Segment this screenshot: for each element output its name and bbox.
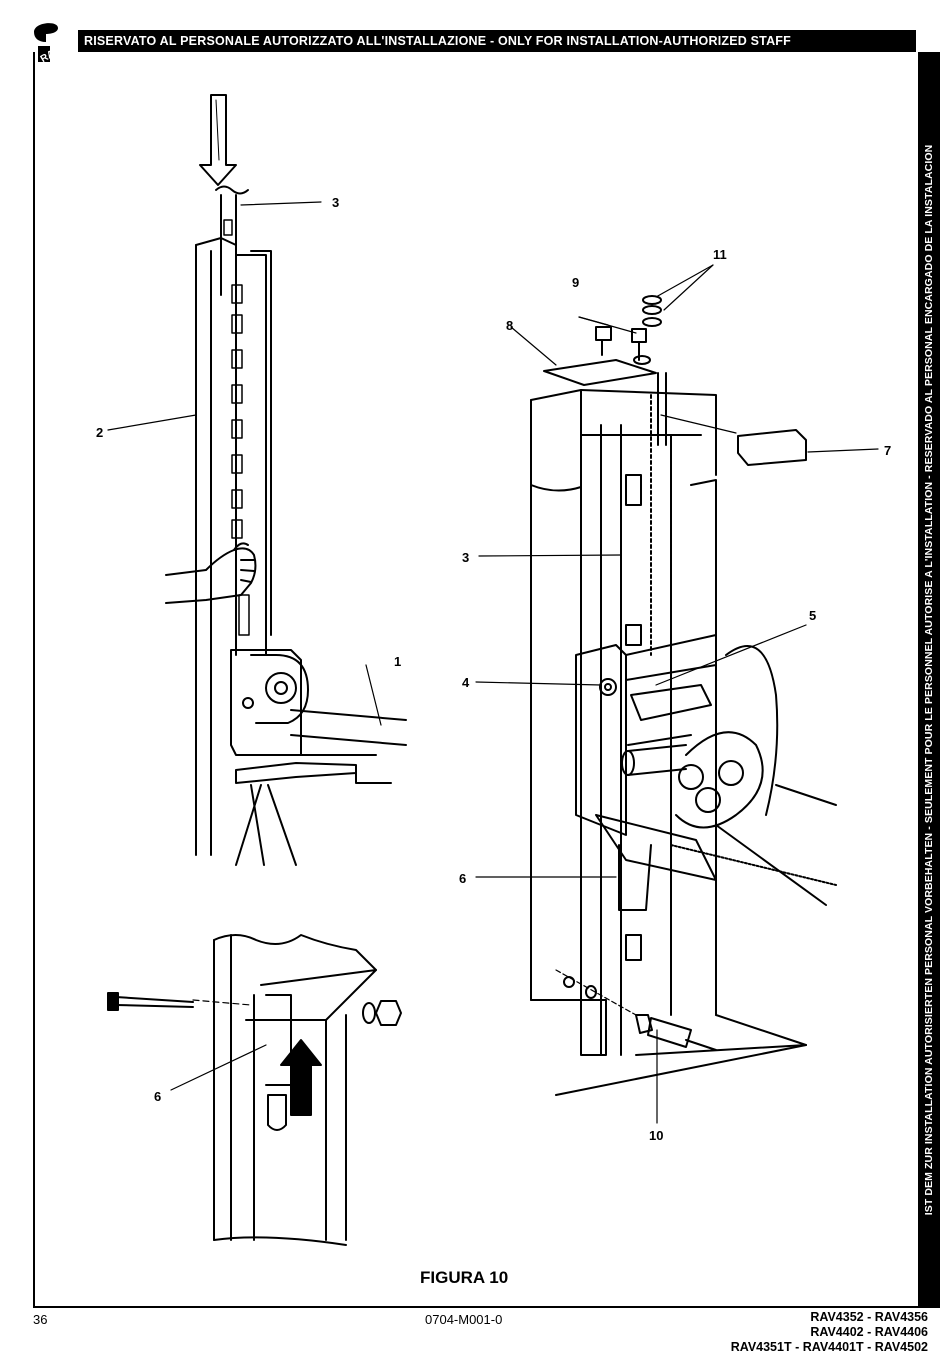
callout-3-right: 3 bbox=[462, 550, 469, 565]
callout-9: 9 bbox=[572, 275, 579, 290]
callout-10: 10 bbox=[649, 1128, 663, 1143]
technical-drawing: 3 2 1 6 9 11 8 7 3 5 4 6 10 bbox=[96, 94, 891, 1246]
callout-1: 1 bbox=[394, 654, 401, 669]
callout-6-right: 6 bbox=[459, 871, 466, 886]
sidebar-banner bbox=[918, 52, 940, 1307]
callout-6-left: 6 bbox=[154, 1089, 161, 1104]
model-line: RAV4402 - RAV4406 bbox=[810, 1325, 928, 1339]
callout-7: 7 bbox=[884, 443, 891, 458]
header-banner: RISERVATO AL PERSONALE AUTORIZZATO ALL'I… bbox=[78, 30, 916, 52]
exploded-column-drawing bbox=[530, 295, 837, 1096]
figure-title: FIGURA 10 bbox=[420, 1268, 509, 1287]
callout-3-left: 3 bbox=[332, 195, 339, 210]
sidebar-banner-text: IST DEM ZUR INSTALLATION AUTORISIERTEN P… bbox=[923, 144, 935, 1215]
page-number: 36 bbox=[33, 1312, 48, 1327]
model-list: RAV4352 - RAV4356 RAV4402 - RAV4406 RAV4… bbox=[731, 1310, 928, 1355]
model-line: RAV4352 - RAV4356 bbox=[810, 1310, 928, 1324]
frame-bottom-line bbox=[33, 1306, 940, 1308]
callout-4: 4 bbox=[462, 675, 470, 690]
bolt-detail-drawing bbox=[107, 934, 402, 1246]
model-line: RAV4351T - RAV4401T - RAV4502 bbox=[730, 1340, 928, 1354]
callout-2: 2 bbox=[96, 425, 103, 440]
brand-logo: RAV bbox=[28, 16, 76, 65]
callout-5: 5 bbox=[809, 608, 816, 623]
callout-8: 8 bbox=[506, 318, 513, 333]
callout-11: 11 bbox=[713, 247, 727, 262]
column-assembly-drawing bbox=[165, 94, 407, 866]
document-code: 0704-M001-0 bbox=[425, 1312, 503, 1327]
frame-left-line bbox=[33, 52, 35, 1307]
